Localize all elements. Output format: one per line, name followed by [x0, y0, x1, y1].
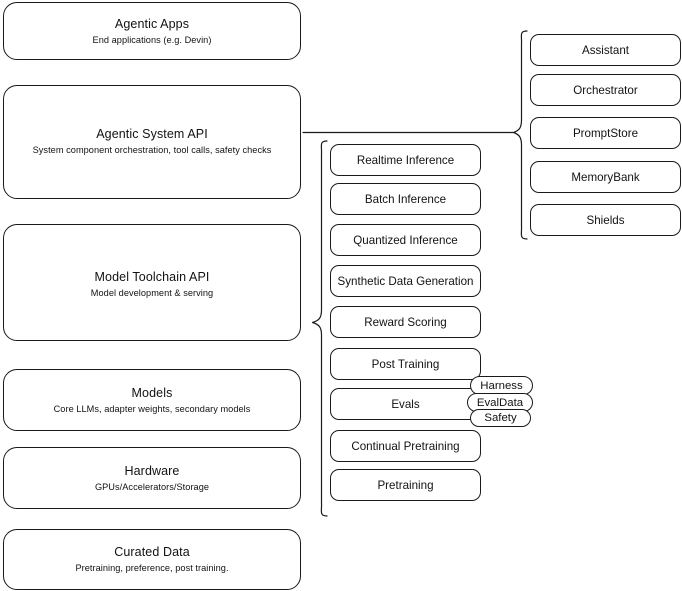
component-label: MemoryBank — [571, 170, 640, 184]
component-label: Evals — [391, 397, 420, 411]
component-label: Quantized Inference — [353, 233, 458, 247]
stack-layer-agentic-apps[interactable]: Agentic Apps End applications (e.g. Devi… — [3, 2, 301, 60]
component-assistant[interactable]: Assistant — [530, 34, 681, 66]
layer-title: Curated Data — [114, 545, 190, 559]
evals-subcomponent-label: Safety — [484, 412, 517, 424]
stack-layer-models[interactable]: Models Core LLMs, adapter weights, secon… — [3, 369, 301, 431]
component-realtime-inference[interactable]: Realtime Inference — [330, 144, 481, 176]
brace-agentic-system-components — [512, 30, 528, 240]
layer-subtitle: GPUs/Accelerators/Storage — [94, 481, 210, 492]
component-promptstore[interactable]: PromptStore — [530, 117, 681, 149]
stack-layer-curated-data[interactable]: Curated Data Pretraining, preference, po… — [3, 529, 301, 590]
component-label: Shields — [586, 213, 625, 227]
evals-subcomponent-label: EvalData — [476, 396, 524, 409]
component-synthetic-data-generation[interactable]: Synthetic Data Generation — [330, 265, 481, 297]
component-continual-pretraining[interactable]: Continual Pretraining — [330, 430, 481, 462]
component-reward-scoring[interactable]: Reward Scoring — [330, 306, 481, 338]
component-label: Post Training — [371, 357, 440, 371]
component-label: Pretraining — [377, 478, 434, 492]
layer-subtitle: End applications (e.g. Devin) — [92, 34, 212, 45]
evals-subcomponent-label: Harness — [480, 379, 523, 392]
layer-title: Agentic System API — [96, 127, 208, 141]
layer-title: Agentic Apps — [114, 16, 190, 31]
stack-layer-hardware[interactable]: Hardware GPUs/Accelerators/Storage — [3, 447, 301, 509]
component-post-training[interactable]: Post Training — [330, 348, 481, 380]
component-orchestrator[interactable]: Orchestrator — [530, 74, 681, 106]
layer-subtitle: System component orchestration, tool cal… — [32, 145, 272, 155]
component-label: Synthetic Data Generation — [337, 274, 474, 288]
layer-subtitle: Model development & serving — [90, 288, 214, 298]
layer-subtitle: Core LLMs, adapter weights, secondary mo… — [53, 403, 251, 414]
component-memorybank[interactable]: MemoryBank — [530, 161, 681, 193]
component-label: Realtime Inference — [356, 153, 455, 167]
brace-model-toolchain-components — [311, 140, 328, 517]
evals-subcomponent-safety[interactable]: Safety — [470, 409, 531, 427]
component-label: Orchestrator — [573, 83, 638, 97]
layer-title: Hardware — [124, 463, 180, 478]
component-label: Continual Pretraining — [351, 439, 460, 453]
component-label: Assistant — [581, 43, 630, 57]
layer-title: Model Toolchain API — [94, 270, 210, 284]
stack-layer-model-toolchain-api[interactable]: Model Toolchain API Model development & … — [3, 224, 301, 341]
layer-subtitle: Pretraining, preference, post training. — [75, 563, 229, 573]
component-evals[interactable]: Evals — [330, 388, 481, 420]
component-label: PromptStore — [572, 126, 639, 140]
component-label: Reward Scoring — [364, 315, 447, 329]
component-quantized-inference[interactable]: Quantized Inference — [330, 224, 481, 256]
component-label: Batch Inference — [364, 192, 447, 206]
stack-layer-agentic-system-api[interactable]: Agentic System API System component orch… — [3, 85, 301, 199]
component-pretraining[interactable]: Pretraining — [330, 469, 481, 501]
component-batch-inference[interactable]: Batch Inference — [330, 183, 481, 215]
component-shields[interactable]: Shields — [530, 204, 681, 236]
layer-title: Models — [131, 385, 173, 400]
